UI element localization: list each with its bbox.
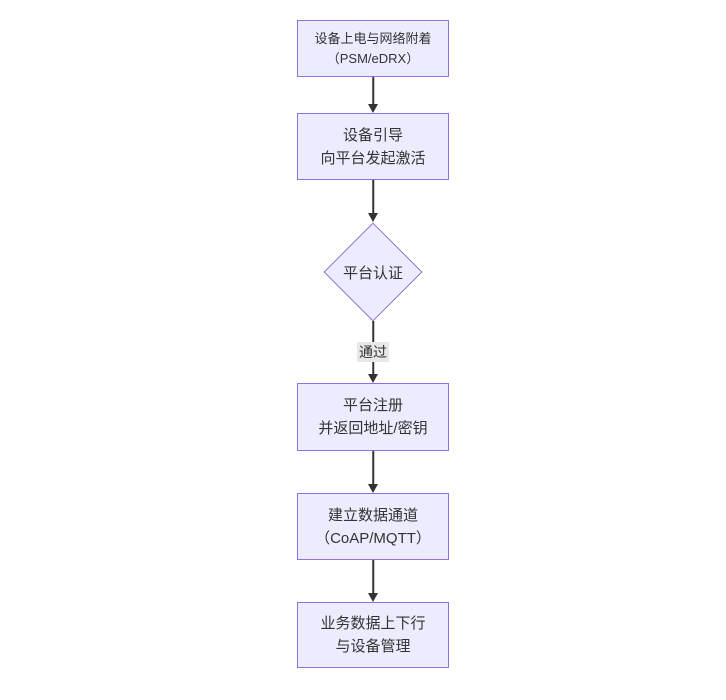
node-text-line: 向平台发起激活 <box>320 149 426 167</box>
flow-node-device-bootstrap: 设备引导 向平台发起激活 <box>297 113 449 180</box>
node-text-line: 设备引导 <box>342 126 403 144</box>
node-text-line: 平台注册 <box>342 397 403 414</box>
flow-edge <box>366 77 380 113</box>
node-text-line: （CoAP/MQTT） <box>315 529 431 547</box>
flow-edge <box>366 560 380 602</box>
arrowhead-down-icon <box>368 374 378 383</box>
arrowhead-down-icon <box>368 104 378 113</box>
flow-node-platform-register: 平台注册 并返回地址/密钥 <box>297 383 449 451</box>
node-text-line: 设备上电与网络附着 <box>314 30 432 46</box>
flow-node-data-channel: 建立数据通道 （CoAP/MQTT） <box>297 493 449 560</box>
node-text-line: 与设备管理 <box>335 638 411 655</box>
node-text-line: 平台认证 <box>342 264 403 282</box>
arrowhead-down-icon <box>368 593 378 602</box>
flow-node-platform-auth-decision: 平台认证 <box>323 222 423 322</box>
flow-edge <box>366 180 380 222</box>
node-text-line: 并返回地址/密钥 <box>318 420 428 437</box>
edge-line <box>372 451 374 487</box>
edge-line <box>372 180 374 216</box>
flow-edge-pass: 通过 <box>357 321 389 383</box>
node-text-line: 业务数据上下行 <box>320 615 426 632</box>
arrowhead-down-icon <box>368 484 378 493</box>
node-text-line: 建立数据通道 <box>327 506 418 524</box>
flow-node-power-network-attach: 设备上电与网络附着 （PSM/eDRX） <box>297 20 449 77</box>
edge-line <box>372 77 374 107</box>
arrowhead-down-icon <box>368 213 378 222</box>
node-text-line: （PSM/eDRX） <box>326 50 420 66</box>
flow-node-business-data: 业务数据上下行 与设备管理 <box>297 602 449 668</box>
edge-line <box>372 560 374 596</box>
edge-label-pass: 通过 <box>357 342 389 362</box>
flow-edge <box>366 451 380 493</box>
